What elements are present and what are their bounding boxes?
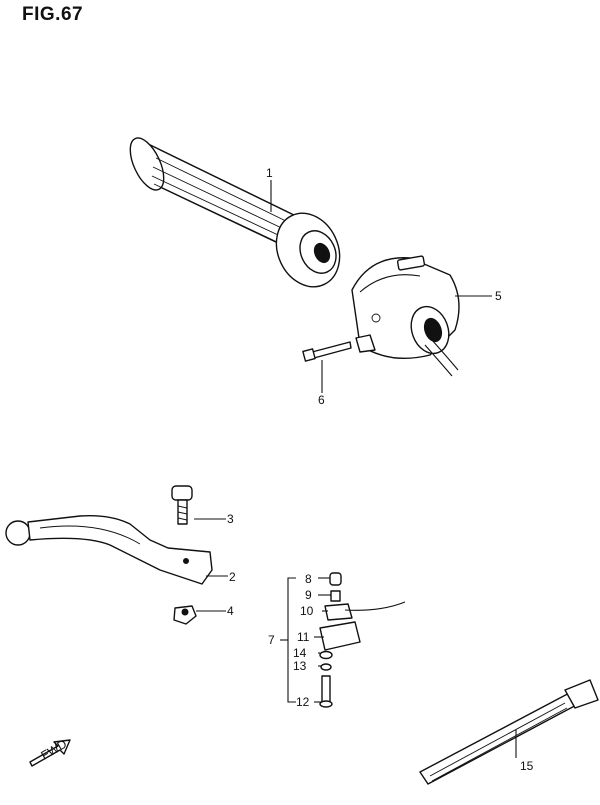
part-4-nut [173,605,197,625]
callout-10: 10 [300,604,314,618]
part-7-switch-assembly [319,572,406,708]
part-5-switch-housing [351,255,460,377]
callout-7: 7 [268,633,275,647]
part-8-screw [329,572,342,586]
fwd-direction-marker: FWD [29,737,71,767]
part-13-washer [320,663,332,671]
callout-1: 1 [266,166,273,180]
part-14-washer [319,650,333,660]
callout-11: 11 [297,630,310,644]
callout-3: 3 [227,512,234,526]
part-6-screw [302,341,352,362]
part-10-switch-body [324,603,353,621]
callout-2: 2 [229,570,236,584]
part-11-bracket [319,621,361,651]
leader-lines [194,180,517,758]
part-1-handlebar-grip [129,137,341,288]
callout-9: 9 [305,588,312,602]
callout-15: 15 [520,759,534,773]
part-3-bolt [171,485,193,525]
callout-14: 14 [293,646,307,660]
callout-6: 6 [318,393,325,407]
part-15-cable-tie [419,679,599,785]
callout-13: 13 [293,659,307,673]
callout-5: 5 [495,289,502,303]
callout-12: 12 [296,695,310,709]
callout-numbers: 1 2 3 4 5 6 7 8 9 10 11 12 13 14 15 [227,166,534,773]
part-12-screw [321,675,331,705]
part-9-spring [330,590,341,602]
part-2-clutch-lever [5,514,213,585]
figure-title: FIG.67 [22,4,84,25]
callout-8: 8 [305,572,312,586]
callout-4: 4 [227,604,234,618]
